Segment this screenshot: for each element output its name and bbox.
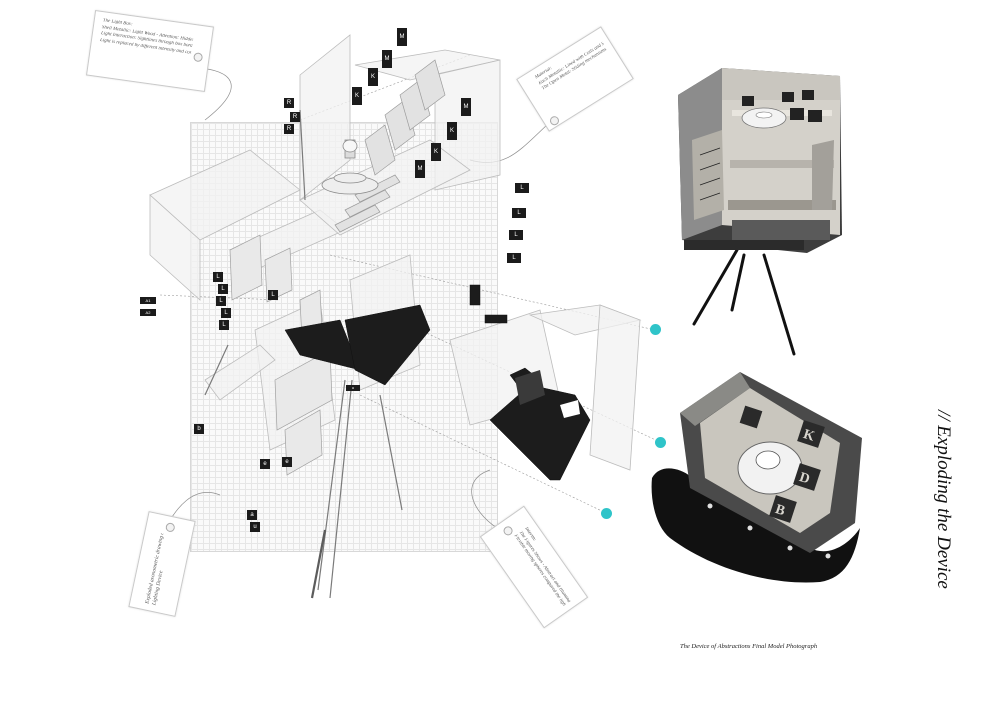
tag-hole-icon [193, 52, 204, 63]
exploded-axonometric-drawing: The Light Box: Shell Metallic: Light Woo… [85, 9, 666, 629]
connector-dot [655, 437, 666, 448]
component-label: L [213, 272, 223, 282]
component-label: a [247, 510, 257, 520]
component-label: R [284, 98, 294, 108]
component-label: K [431, 143, 441, 161]
svg-text:K: K [801, 427, 816, 445]
component-label: L [219, 320, 229, 330]
component-label: b [194, 424, 204, 434]
component-label: L [218, 284, 228, 294]
component-label: M [415, 160, 425, 178]
component-label: L [509, 230, 523, 240]
connector-dot [650, 324, 661, 335]
margin-label: A1 [140, 297, 156, 304]
component-label: L [216, 296, 226, 306]
component-label: M [461, 98, 471, 116]
connector-dot [601, 508, 612, 519]
component-label: L [268, 290, 278, 300]
svg-text:B: B [773, 502, 787, 519]
component-label: e [282, 457, 292, 467]
svg-text:D: D [797, 470, 811, 487]
component-label: u [250, 522, 260, 532]
component-label: K [447, 122, 457, 140]
component-label: L [221, 308, 231, 318]
axonometric-linework [149, 34, 660, 599]
component-label: M [382, 50, 392, 68]
model-photograph-tripod [678, 68, 842, 356]
component-label: u [346, 385, 360, 391]
component-label: L [512, 208, 526, 218]
tag-hole-icon [548, 114, 561, 127]
margin-label: A2 [140, 309, 156, 316]
component-label: e [260, 459, 270, 469]
model-photograph-cloth: K D B [651, 372, 862, 583]
component-label: M [397, 28, 407, 46]
component-label: K [368, 68, 378, 86]
component-label: R [290, 112, 300, 122]
component-label: L [507, 253, 521, 263]
component-label: K [352, 87, 362, 105]
component-label: L [515, 183, 529, 193]
page-title: // Exploding the Device [933, 410, 954, 589]
component-label: R [284, 124, 294, 134]
photo-caption: The Device of Abstractions Final Model P… [680, 643, 818, 650]
